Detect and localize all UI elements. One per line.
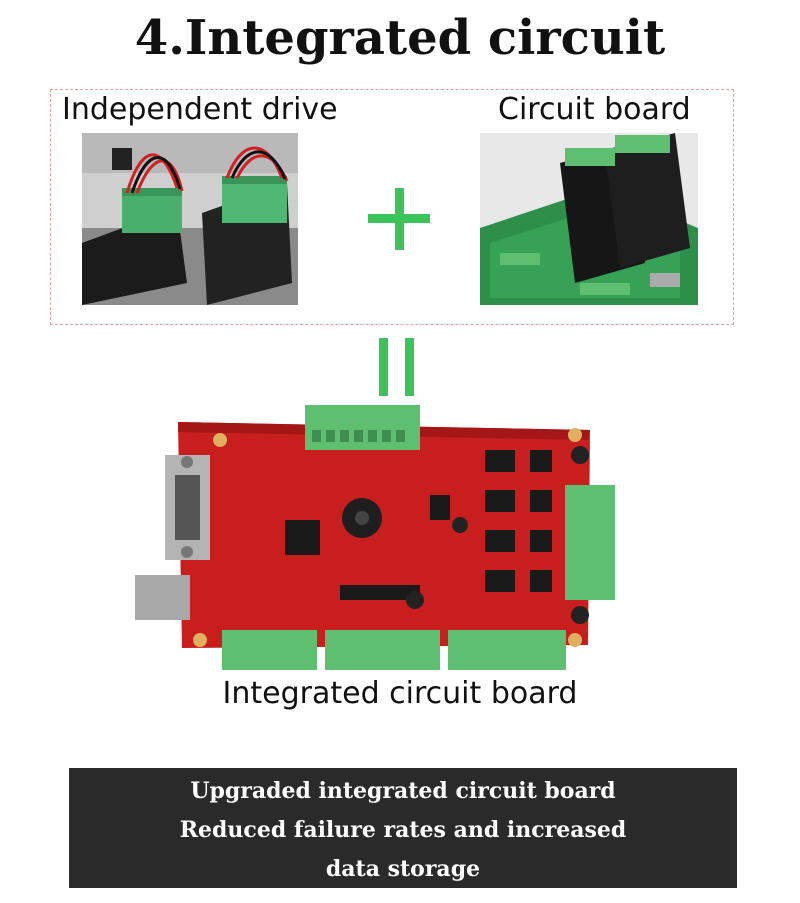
equals-icon xyxy=(379,338,388,396)
independent-drive-label: Independent drive xyxy=(62,92,338,127)
banner-line: Reduced failure rates and increased xyxy=(179,817,627,843)
page-title: 4.Integrated circuit xyxy=(134,10,666,66)
integrated-board-image xyxy=(130,400,620,675)
comparison-frame xyxy=(50,89,734,325)
plus-icon-vertical xyxy=(395,188,404,250)
banner-line: Upgraded integrated circuit board xyxy=(190,778,616,804)
feature-banner: Upgraded integrated circuit board Reduce… xyxy=(69,768,737,888)
circuit-board-label: Circuit board xyxy=(498,92,691,127)
independent-drive-image xyxy=(82,133,298,305)
banner-line: data storage xyxy=(325,856,481,882)
integrated-board-label: Integrated circuit board xyxy=(222,676,578,711)
equals-icon-bar xyxy=(405,338,414,396)
circuit-board-image xyxy=(480,133,698,305)
